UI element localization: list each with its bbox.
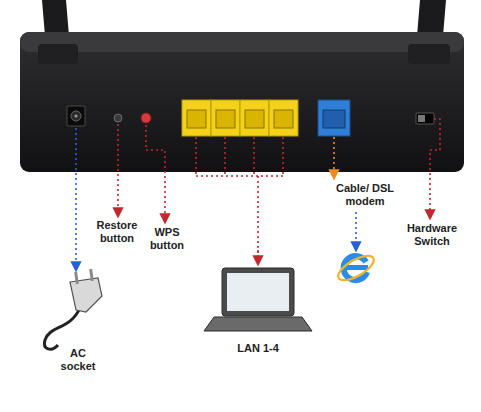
jack-housing	[67, 106, 85, 126]
plug-cable	[44, 308, 80, 349]
callout-label: Cable/ DSL modem	[327, 182, 403, 207]
wan-port	[318, 100, 350, 136]
lan-port	[240, 100, 269, 136]
callout-label: Restore button	[92, 219, 142, 244]
leader-line	[430, 119, 440, 216]
callout-label: LAN 1-4	[218, 342, 298, 355]
lan-ports	[182, 100, 298, 136]
router-body	[20, 32, 464, 172]
lan-port	[182, 100, 211, 136]
jack-hole	[71, 111, 81, 121]
plug-prong	[89, 269, 94, 281]
power-jack	[67, 106, 85, 126]
leader-lines	[76, 119, 440, 268]
leader-bracket	[196, 137, 283, 262]
port-opening	[245, 110, 264, 128]
restore-button	[114, 114, 122, 122]
antenna-base	[38, 44, 78, 64]
leader-line	[333, 137, 335, 176]
browser-e-bar	[344, 265, 368, 270]
hardware-switch	[416, 113, 434, 124]
switch-toggle	[418, 115, 425, 122]
laptop-screen	[227, 273, 289, 311]
laptop-base	[204, 317, 312, 331]
leader-line	[355, 212, 357, 248]
port-opening	[323, 110, 345, 128]
router-case	[20, 32, 464, 172]
lan-port	[269, 100, 298, 136]
laptop-icon	[204, 268, 312, 331]
antenna-base	[408, 44, 450, 64]
wan-port-housing	[318, 100, 350, 136]
plug-body	[70, 278, 102, 312]
laptop-lid	[222, 268, 294, 316]
port-opening	[274, 110, 293, 128]
leader-line	[146, 125, 165, 220]
port-opening	[216, 110, 235, 128]
port-opening	[187, 110, 206, 128]
switch-housing	[416, 113, 434, 124]
leader-line	[117, 124, 119, 214]
leader-line	[75, 128, 77, 268]
router-top-bevel	[20, 32, 464, 52]
browser-icon	[335, 251, 378, 285]
plug-prong	[74, 272, 79, 284]
browser-swoosh	[335, 251, 378, 285]
lan-port	[211, 100, 240, 136]
wps-button	[141, 113, 151, 123]
callout-label: AC socket	[56, 347, 100, 372]
ac-plug-icon	[44, 269, 102, 349]
callout-label: WPS button	[144, 226, 190, 251]
jack-pin	[74, 114, 77, 117]
leader-line	[257, 250, 259, 262]
callout-label: Hardware Switch	[402, 222, 462, 247]
